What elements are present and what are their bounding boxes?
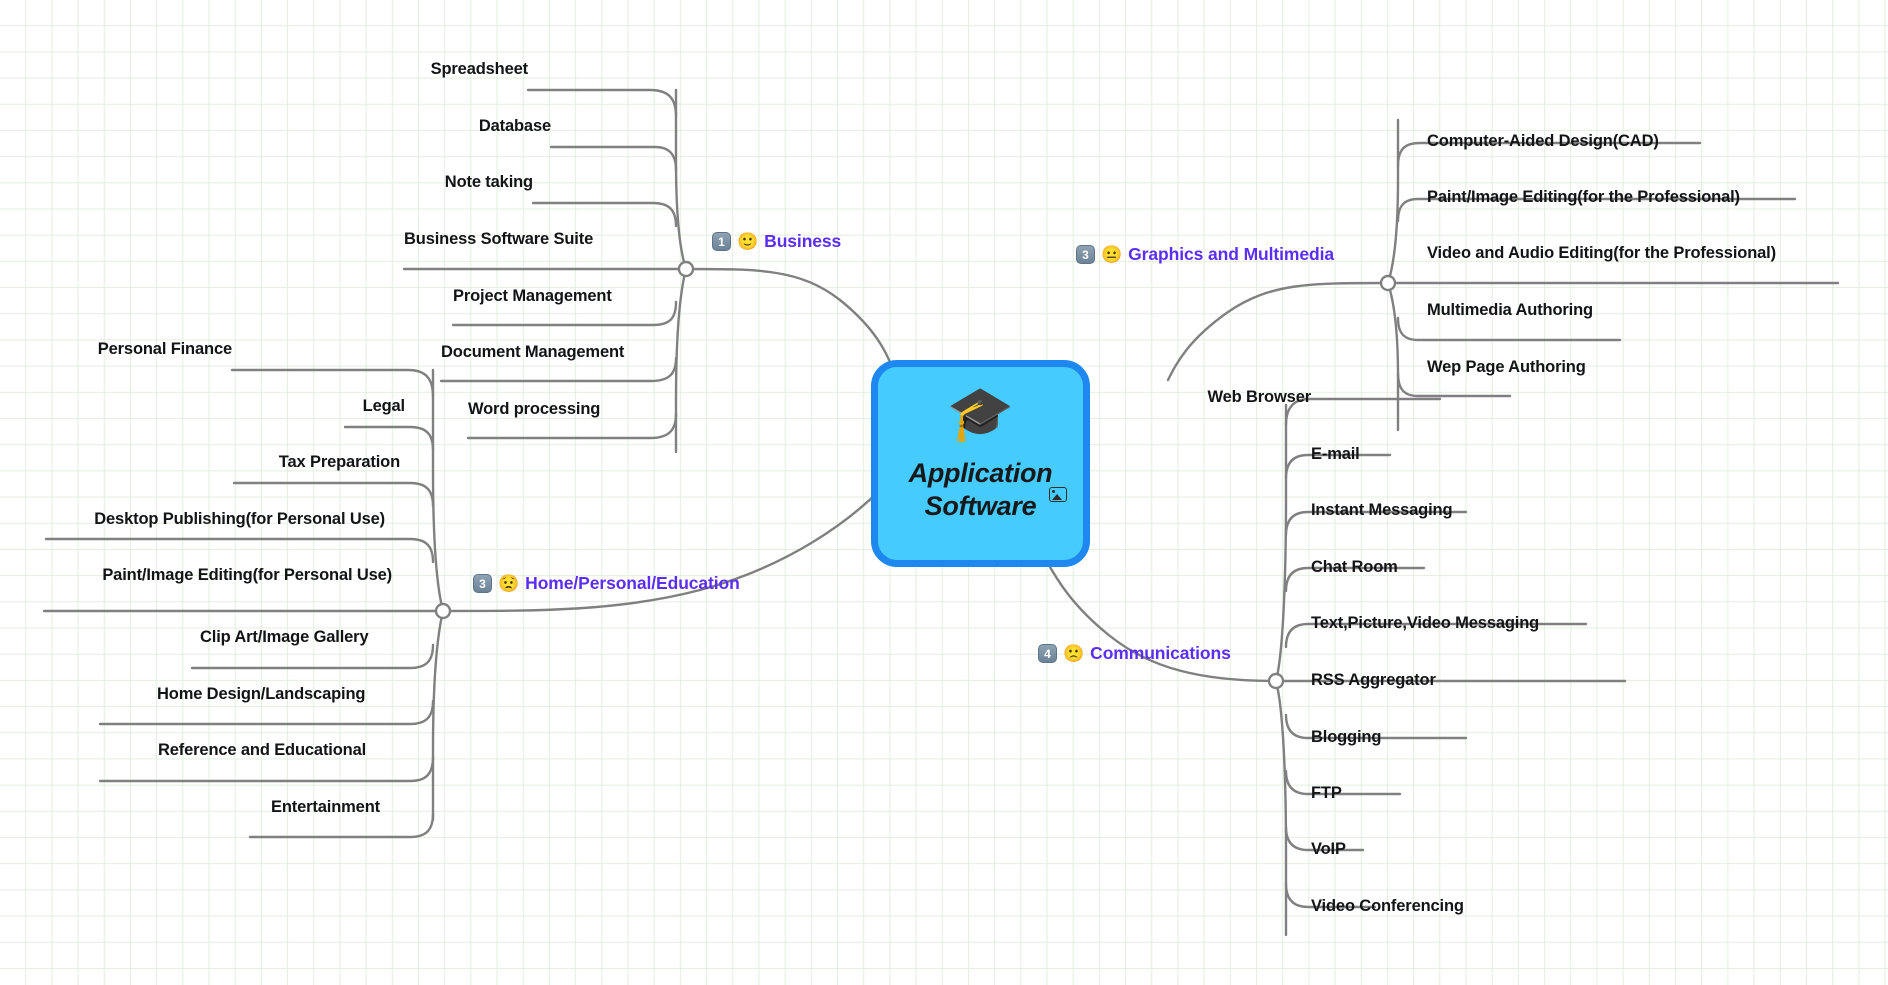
leaf-node[interactable]: Tax Preparation [278,453,400,471]
leaf-node[interactable]: Instant Messaging [1311,501,1453,519]
branch-badge: 1 [712,232,731,251]
leaf-node[interactable]: Multimedia Authoring [1427,301,1593,319]
leaf-node[interactable]: Computer-Aided Design(CAD) [1427,132,1659,150]
leaf-node[interactable]: Database [478,117,551,135]
leaf-node[interactable]: Home Design/Landscaping [157,685,366,703]
leaf-node[interactable]: Spreadsheet [430,60,529,78]
branch-title: Communications [1090,643,1231,663]
branch-label-home[interactable]: 3 😟 Home/Personal/Education [473,573,740,594]
leaf-node[interactable]: Reference and Educational [158,741,367,759]
leaf-node[interactable]: RSS Aggregator [1311,671,1436,689]
leaf-node[interactable]: Legal [362,397,406,415]
leaf-node[interactable]: Video Conferencing [1311,897,1464,915]
branch-title: Home/Personal/Education [525,573,740,593]
leaf-node[interactable]: Web Browser [1207,388,1312,406]
leaf-node[interactable]: Text,Picture,Video Messaging [1311,614,1540,632]
leaf-node[interactable]: Personal Finance [97,340,232,358]
leaf-node[interactable]: Document Management [441,343,625,361]
branch-label-communications[interactable]: 4 🙁 Communications [1038,643,1231,664]
leaf-node[interactable]: E-mail [1311,445,1360,463]
slightly-smiling-face-icon: 🙂 [737,232,759,251]
leaf-node[interactable]: Entertainment [271,798,380,816]
root-title: Application Software [909,457,1053,523]
root-title-line1: Application [908,458,1053,488]
slightly-frowning-face-icon: 🙁 [1063,644,1085,663]
branch-badge: 3 [1076,245,1095,264]
leaf-node[interactable]: Chat Room [1311,558,1398,576]
branch-title: Graphics and Multimedia [1128,244,1334,264]
graduation-cap-icon: 🎓 [946,384,1015,444]
image-icon[interactable] [1049,487,1067,502]
leaf-node[interactable]: Clip Art/Image Gallery [200,628,369,646]
branch-title: Business [764,231,842,251]
root-node[interactable]: 🎓 Application Software [871,360,1090,567]
branch-label-business[interactable]: 1 🙂 Business [712,231,841,252]
leaf-node[interactable]: Paint/Image Editing(for the Professional… [1427,188,1740,206]
leaf-node[interactable]: Desktop Publishing(for Personal Use) [94,510,385,528]
leaf-node[interactable]: Paint/Image Editing(for Personal Use) [102,566,392,584]
branch-label-graphics[interactable]: 3 😐 Graphics and Multimedia [1076,244,1334,265]
leaf-node[interactable]: Project Management [453,287,612,305]
leaf-node[interactable]: Note taking [444,173,533,191]
leaf-node[interactable]: Wep Page Authoring [1427,358,1586,376]
leaf-node[interactable]: Blogging [1311,728,1382,746]
branch-badge: 4 [1038,644,1057,663]
branch-badge: 3 [473,574,492,593]
leaf-node[interactable]: Word processing [468,400,601,418]
neutral-face-icon: 😐 [1101,245,1123,264]
leaf-node[interactable]: Business Software Suite [404,230,594,248]
root-title-line2: Software [924,490,1037,521]
leaf-node[interactable]: VoIP [1311,840,1346,858]
leaf-node[interactable]: FTP [1311,784,1342,802]
worried-face-icon: 😟 [498,574,520,593]
leaf-node[interactable]: Video and Audio Editing(for the Professi… [1427,244,1776,262]
